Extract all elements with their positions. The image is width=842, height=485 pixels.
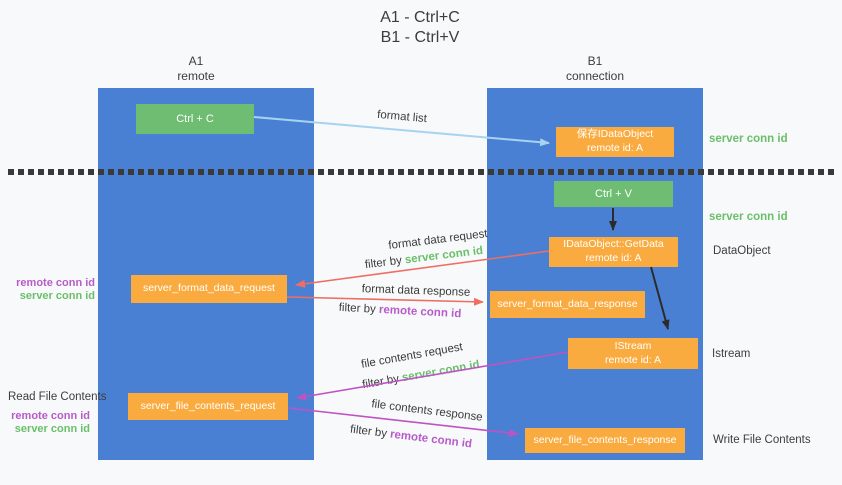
label-filter-format-response: filter by remote conn id [338, 302, 461, 320]
label-istream: Istream [712, 348, 751, 360]
node-ctrl-c-label: Ctrl + C [176, 112, 214, 125]
lane-a1-subtitle: remote [177, 69, 215, 83]
filter-prefix: filter by [361, 372, 404, 392]
node-istream: IStream remote id: A [568, 338, 698, 369]
label-file-conn-ids: remote conn id server conn id [0, 410, 90, 436]
node-idataobject-getdata: IDataObject::GetData remote id: A [549, 237, 678, 267]
node-getdata-line1: IDataObject::GetData [563, 238, 664, 251]
label-server-conn-id-mid: server conn id [709, 211, 788, 223]
node-server-file-contents-response: server_file_contents_response [525, 428, 685, 453]
node-ctrl-v: Ctrl + V [554, 181, 673, 207]
node-save-idataobject: 保存IDataObject remote id: A [556, 127, 674, 157]
label-filter-format-request: filter by server conn id [364, 245, 483, 271]
label-write-file-contents: Write File Contents [713, 434, 811, 446]
dotted-separator [8, 169, 836, 175]
node-save-idataobject-line1: 保存IDataObject [576, 128, 654, 141]
node-server-format-data-request: server_format_data_request [131, 275, 287, 303]
label-server-conn-id-top: server conn id [709, 133, 788, 145]
label-format-data-response: format data response [361, 283, 471, 299]
node-file-response-label: server_file_contents_response [533, 433, 677, 446]
node-ctrl-c: Ctrl + C [136, 104, 254, 134]
lane-b1-subtitle: connection [565, 69, 625, 83]
title-line-b1: B1 - Ctrl+V [380, 29, 460, 46]
label-format-server-conn-id: server conn id [19, 290, 95, 302]
label-format-list: format list [376, 108, 428, 126]
label-read-file-contents: Read File Contents [8, 391, 107, 403]
node-getdata-line2: remote id: A [585, 252, 642, 264]
label-filter-file-response: filter by remote conn id [349, 424, 472, 451]
lane-header-b1: B1 connection [487, 54, 703, 84]
filter-key-server-conn-id: server conn id [401, 358, 481, 385]
node-istream-line2: remote id: A [604, 353, 662, 366]
filter-key-remote-conn-id: remote conn id [389, 428, 473, 451]
node-format-response-label: server_format_data_response [497, 297, 638, 310]
filter-prefix: filter by [349, 423, 391, 441]
diagram-title: A1 - Ctrl+C B1 - Ctrl+V [300, 8, 540, 48]
node-ctrl-v-label: Ctrl + V [595, 187, 632, 200]
label-dataobject: DataObject [713, 245, 771, 257]
node-save-idataobject-line2: remote id: A [586, 142, 644, 154]
node-file-request-label: server_file_contents_request [140, 399, 276, 412]
node-istream-line1: IStream [614, 339, 652, 352]
filter-prefix: filter by [364, 254, 406, 272]
title-line-a1: A1 - Ctrl+C [380, 9, 460, 26]
lane-b1-title: B1 [587, 54, 603, 68]
filter-key-remote-conn-id: remote conn id [378, 303, 462, 321]
node-format-request-label: server_format_data_request [143, 282, 275, 295]
label-file-remote-conn-id: remote conn id [11, 410, 90, 422]
filter-prefix: filter by [338, 301, 380, 316]
node-server-format-data-response: server_format_data_response [490, 291, 645, 318]
label-file-server-conn-id: server conn id [14, 423, 90, 435]
lane-a1-title: A1 [188, 54, 204, 68]
node-server-file-contents-request: server_file_contents_request [128, 393, 288, 420]
label-format-remote-conn-id: remote conn id [16, 277, 95, 289]
label-file-contents-response: file contents response [370, 398, 484, 424]
label-format-conn-ids: remote conn id server conn id [0, 277, 95, 303]
lane-header-a1: A1 remote [88, 54, 304, 84]
